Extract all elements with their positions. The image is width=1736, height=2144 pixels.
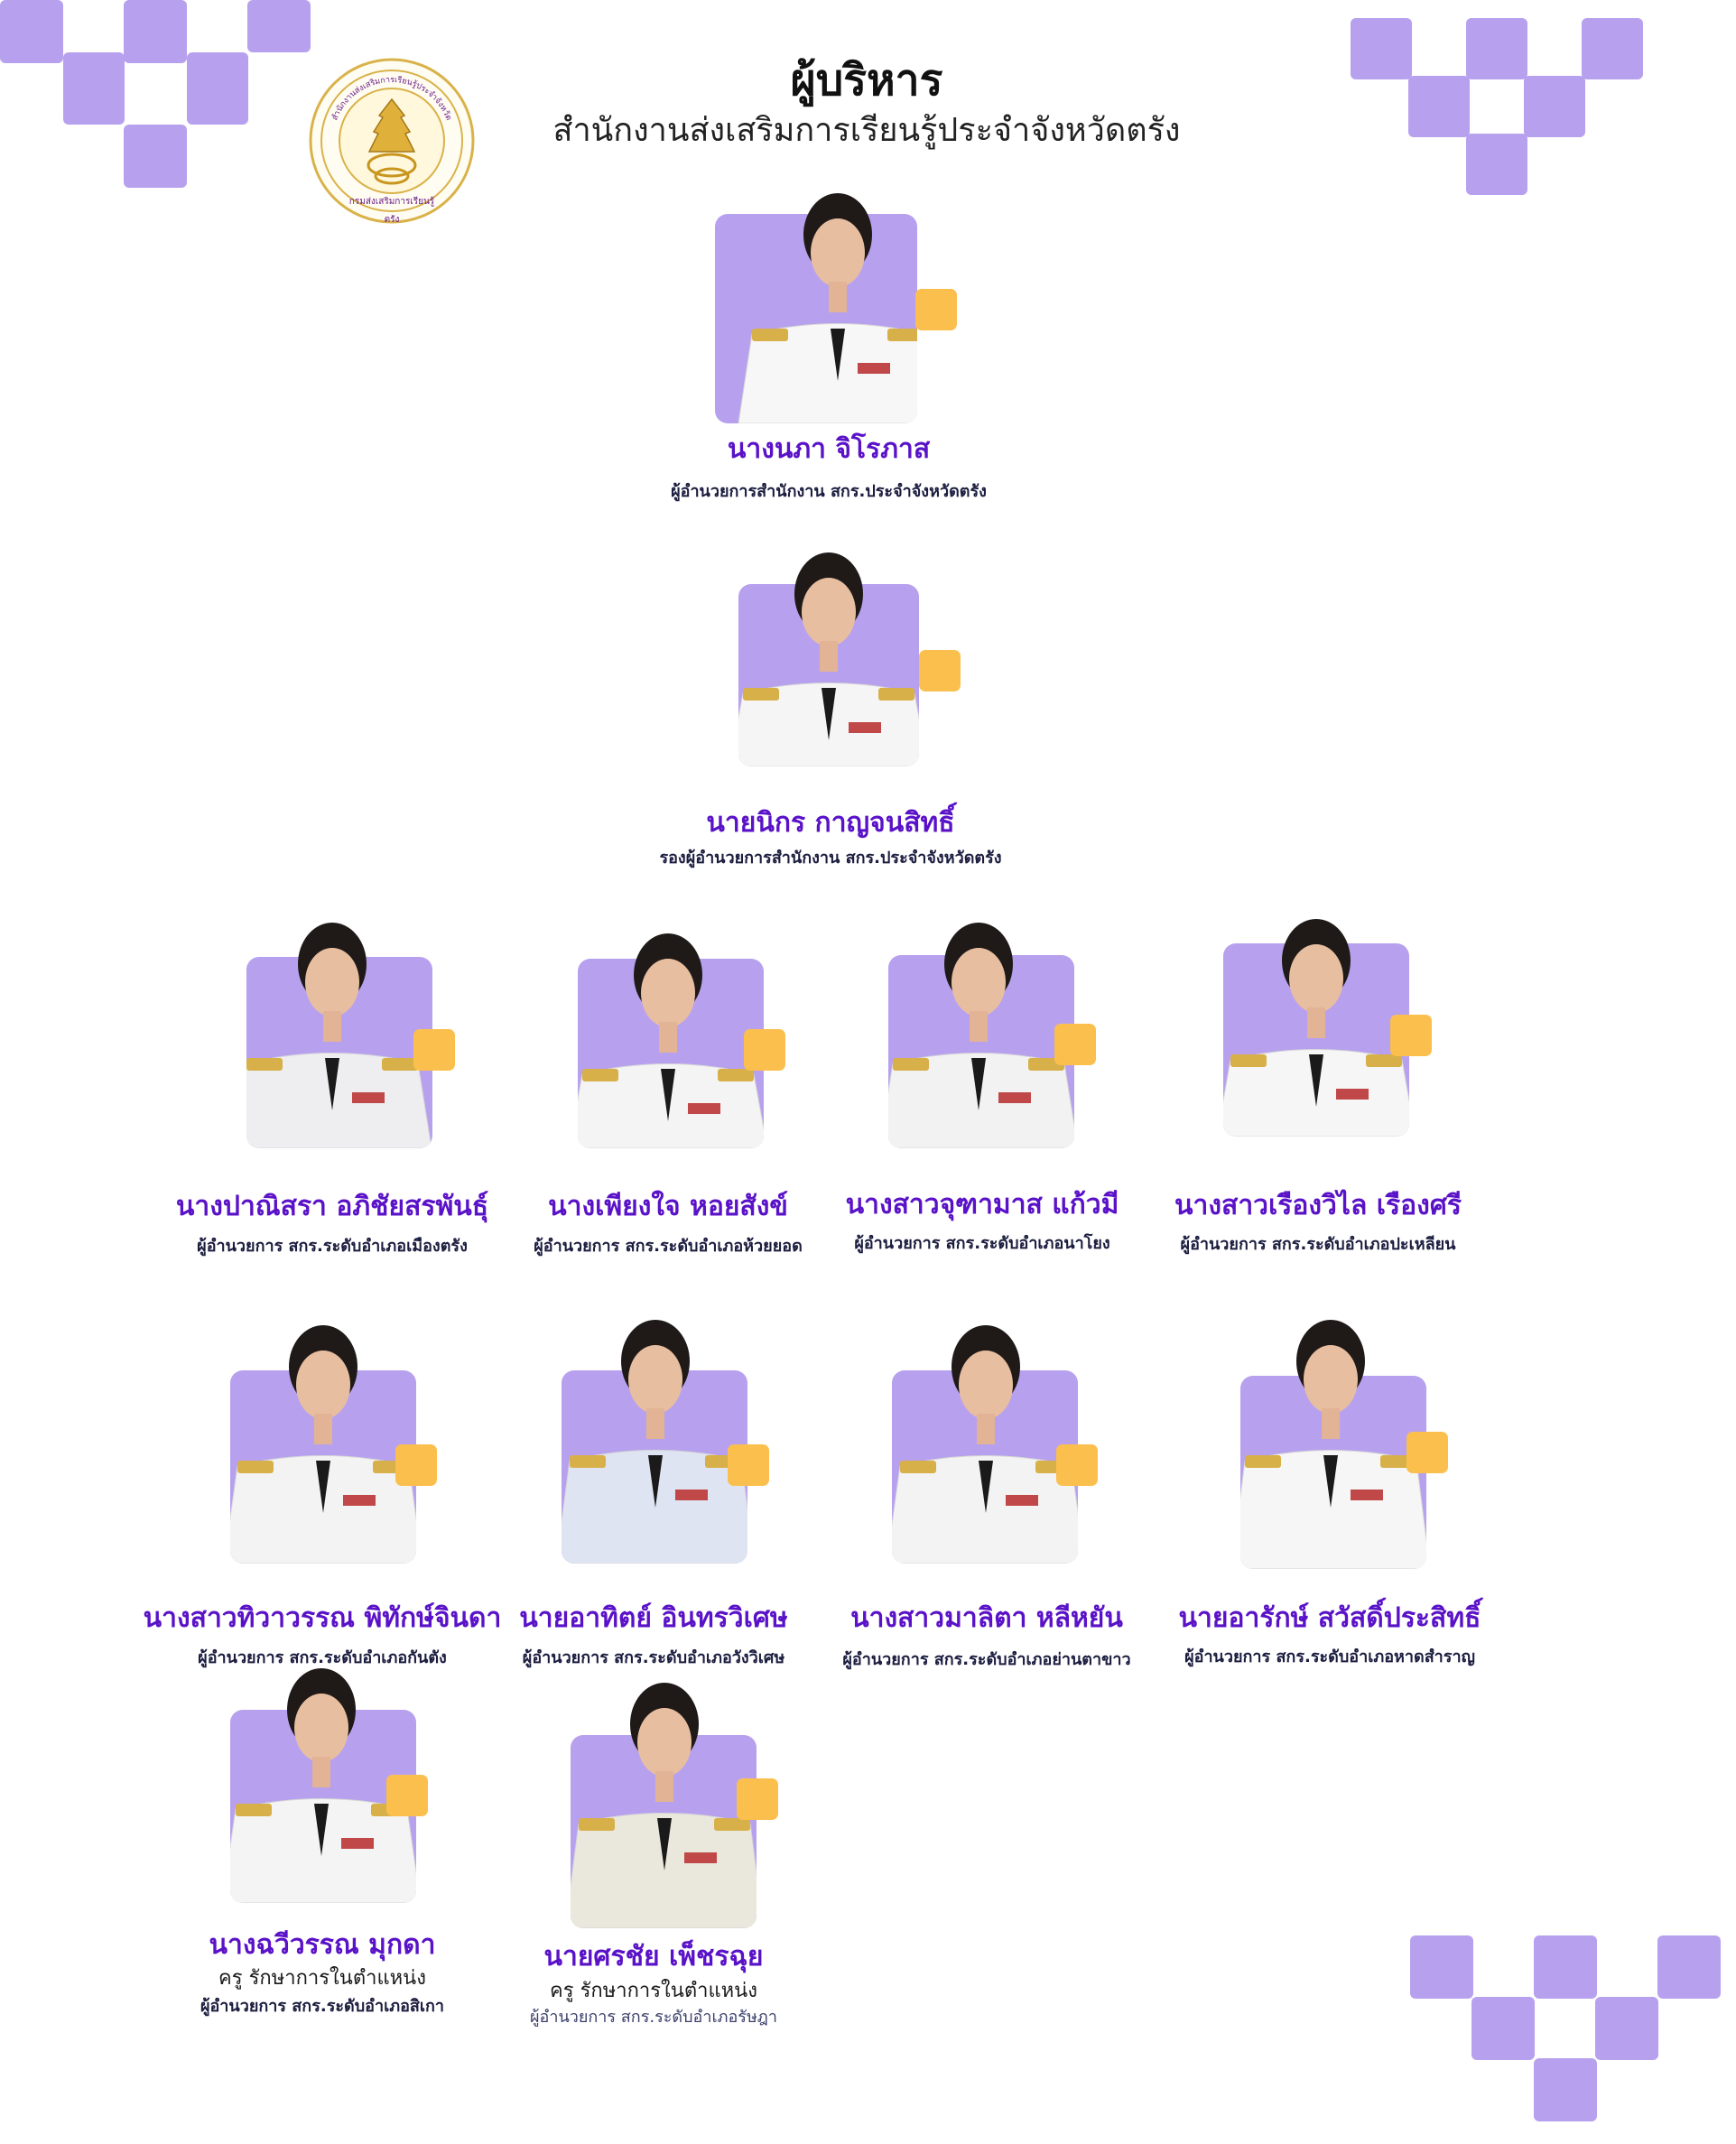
badge-square <box>413 1029 455 1071</box>
person-name: นายอารักษ์ สวัสดิ์ประสิทธิ์ <box>1178 1602 1481 1634</box>
page-subtitle: สำนักงานส่งเสริมการเรียนรู้ประจำจังหวัดต… <box>552 112 1181 149</box>
person-name: นายอาทิตย์ อินทรวิเศษ <box>519 1602 788 1634</box>
person-position: ผู้อำนวยการ สกร.ระดับอำเภอห้วยยอด <box>534 1237 803 1256</box>
person-name: นางนภา จิโรภาส <box>727 433 931 465</box>
person-name: นางสาวจุฑามาส แก้วมี <box>845 1189 1119 1221</box>
badge-square <box>395 1444 437 1486</box>
badge-square <box>1406 1432 1448 1473</box>
portrait-head <box>802 191 874 327</box>
person-acting-note: ครู รักษาการในตำแหน่ง <box>550 1980 757 2002</box>
portrait-head <box>950 1323 1022 1459</box>
person-name: นางสาวทิวาวรรณ พิทักษ์จินดา <box>143 1602 502 1634</box>
portrait-head <box>1280 917 1352 1053</box>
seal-province: ตรัง <box>385 215 400 225</box>
badge-square <box>1054 1024 1096 1065</box>
person-position: ผู้อำนวยการ สกร.ระดับอำเภอปะเหลียน <box>1180 1235 1456 1254</box>
person-position: ผู้อำนวยการ สกร.ระดับอำเภอกันตัง <box>198 1648 447 1667</box>
badge-square <box>737 1778 778 1820</box>
department-seal-icon: สำนักงานส่งเสริมการเรียนรู้ประจำจังหวัด … <box>308 52 476 229</box>
portrait-photo <box>1223 943 1409 1137</box>
portrait-head <box>632 932 704 1067</box>
seal-text-bottom: กรมส่งเสริมการเรียนรู้ <box>349 196 435 207</box>
person-position: ผู้อำนวยการ สกร.ระดับอำเภอนาโยง <box>854 1234 1110 1253</box>
page-title: ผู้บริหาร <box>790 55 943 106</box>
badge-square <box>1056 1444 1098 1486</box>
portrait-head <box>619 1318 692 1453</box>
page-header: ผู้บริหาร สำนักงานส่งเสริมการเรียนรู้ประ… <box>506 52 1228 153</box>
portrait-head <box>296 921 368 1056</box>
decorative-pattern-bottom-right <box>1410 1935 1721 2121</box>
person-position: ผู้อำนวยการสำนักงาน สกร.ประจำจังหวัดตรัง <box>671 482 987 501</box>
person-position: ผู้อำนวยการ สกร.ระดับอำเภอเมืองตรัง <box>197 1237 468 1256</box>
portrait-head <box>942 921 1015 1056</box>
person-position: ผู้อำนวยการ สกร.ระดับอำเภอย่านตาขาว <box>842 1650 1131 1669</box>
badge-square <box>915 289 957 330</box>
portrait-head <box>1295 1318 1367 1453</box>
badge-square <box>1390 1015 1432 1056</box>
person-name: นางปาณิสรา อภิชัยสรพันธุ์ <box>175 1191 489 1222</box>
badge-square <box>386 1775 428 1816</box>
person-position: ผู้อำนวยการ สกร.ระดับอำเภอรัษฎา <box>529 2008 778 2027</box>
portrait-head <box>628 1681 701 1816</box>
person-position: ผู้อำนวยการ สกร.ระดับอำเภอวังวิเศษ <box>522 1648 785 1667</box>
portrait-photo <box>246 957 432 1148</box>
person-name: นางฉวีวรรณ มุกดา <box>209 1929 436 1961</box>
person-name: นางเพียงใจ หอยสังข์ <box>548 1191 788 1222</box>
person-name: นายศรชัย เพ็ชรฉุย <box>543 1941 764 1972</box>
person-position: ผู้อำนวยการ สกร.ระดับอำเภอสิเกา <box>200 1997 445 2016</box>
portrait-head <box>793 551 865 686</box>
person-name: นางสาวเรืองวิไล เรืองศรี <box>1174 1190 1462 1221</box>
person-position: รองผู้อำนวยการสำนักงาน สกร.ประจำจังหวัดต… <box>659 849 1002 868</box>
person-position: ผู้อำนวยการ สกร.ระดับอำเภอหาดสำราญ <box>1184 1647 1475 1666</box>
portrait-photo <box>738 584 919 766</box>
badge-square <box>919 650 961 691</box>
person-name: นายนิกร กาญจนสิทธิ์ <box>706 807 955 839</box>
person-acting-note: ครู รักษาการในตำแหน่ง <box>218 1967 426 1990</box>
badge-square <box>744 1029 785 1071</box>
portrait-photo <box>715 214 917 423</box>
portrait-head <box>287 1323 359 1459</box>
badge-square <box>728 1444 769 1486</box>
decorative-pattern-top-right <box>1351 18 1643 195</box>
person-name: นางสาวมาลิตา หลีหยัน <box>850 1602 1123 1634</box>
decorative-pattern-top-left <box>0 0 311 188</box>
portrait-photo <box>892 1370 1078 1564</box>
portrait-head <box>285 1666 357 1802</box>
